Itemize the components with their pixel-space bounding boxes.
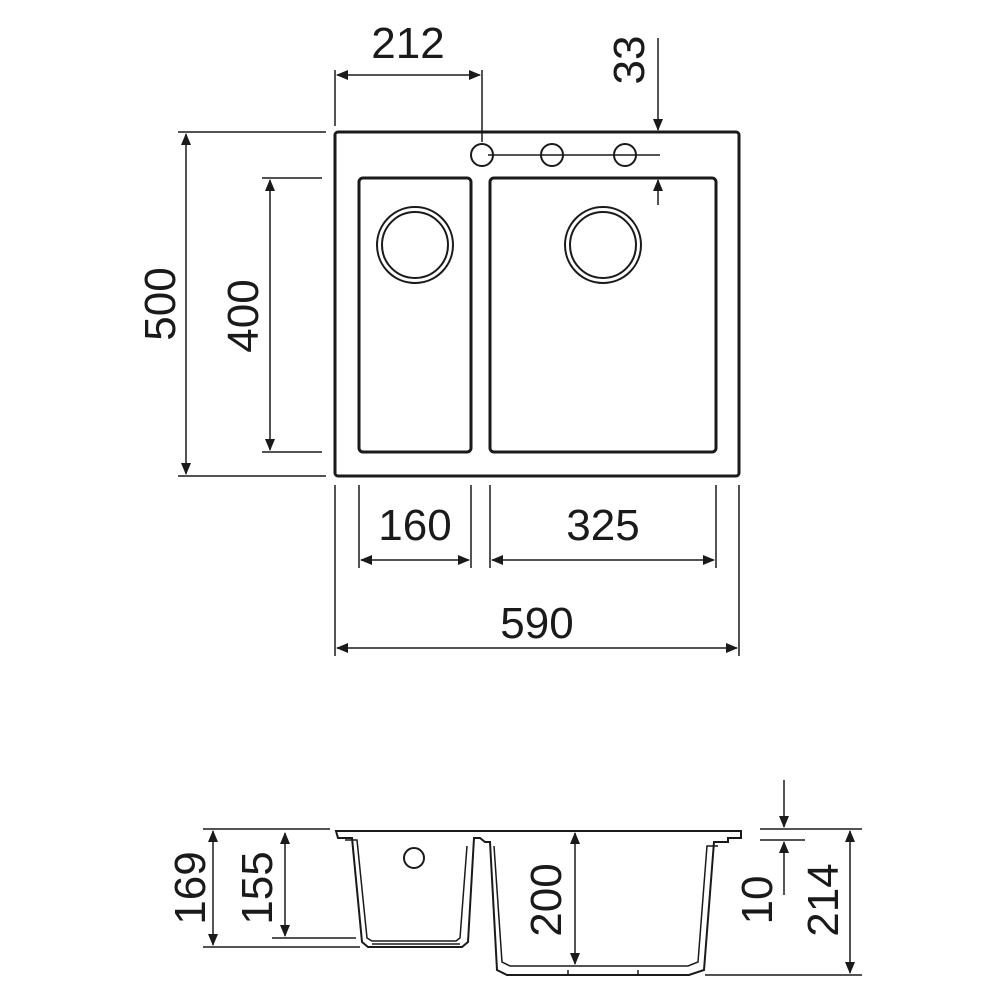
dim-label-325: 325 xyxy=(566,501,639,550)
dim-label-169: 169 xyxy=(166,851,215,924)
overflow-hole xyxy=(403,847,425,869)
section-inner-large xyxy=(493,845,718,967)
dim-small-bowl-width: 160 xyxy=(358,485,472,568)
tap-hole-1 xyxy=(470,143,494,167)
dim-large-bowl-width: 325 xyxy=(489,485,717,568)
tap-hole-2 xyxy=(540,143,564,167)
side-section xyxy=(334,830,742,976)
dim-label-590: 590 xyxy=(500,599,573,648)
dim-tap-offset: 212 xyxy=(334,19,483,142)
dim-label-200: 200 xyxy=(522,863,571,936)
small-drain-inner xyxy=(381,211,449,279)
top-view xyxy=(333,130,741,478)
dim-label-212: 212 xyxy=(371,19,444,68)
dim-total-width: 590 xyxy=(334,485,740,656)
large-drain-outer xyxy=(564,206,642,284)
dim-large-inner-depth: 200 xyxy=(522,832,580,965)
large-bowl xyxy=(488,176,718,454)
sink-outline xyxy=(333,130,741,478)
section-drain-large xyxy=(567,970,639,974)
dim-label-33: 33 xyxy=(605,36,654,85)
dim-label-500: 500 xyxy=(136,267,185,340)
dim-label-160: 160 xyxy=(378,501,451,550)
dim-small-inner-depth: 155 xyxy=(233,832,356,939)
large-drain-inner xyxy=(569,211,637,279)
dim-label-10: 10 xyxy=(733,876,782,925)
dim-label-155: 155 xyxy=(233,851,282,924)
small-bowl xyxy=(357,176,473,454)
dim-total-depth: 500 xyxy=(136,131,326,477)
dim-label-400: 400 xyxy=(219,279,268,352)
dim-rim-gap: 33 xyxy=(605,36,663,205)
section-inner-small xyxy=(345,839,468,942)
small-drain-outer xyxy=(376,206,454,284)
section-outer xyxy=(334,830,742,976)
dim-label-214: 214 xyxy=(799,863,848,936)
dim-total-height: 214 xyxy=(705,830,862,976)
dim-small-outer-depth: 169 xyxy=(166,828,360,948)
tap-hole-3 xyxy=(613,143,637,167)
dim-bowl-depth: 400 xyxy=(219,177,322,453)
dim-rim-thickness: 10 xyxy=(733,780,862,924)
